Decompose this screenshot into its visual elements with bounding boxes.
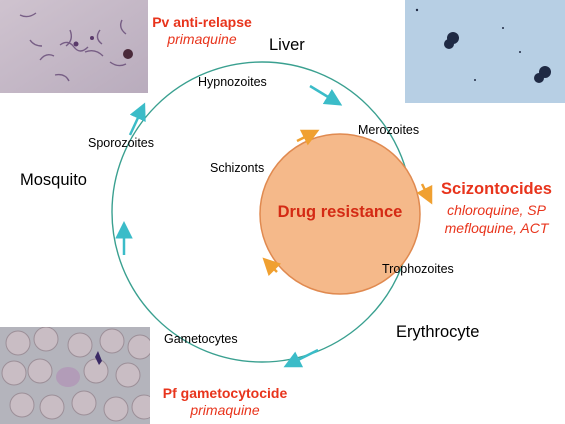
stage-label-gametocytes: Gametocytes — [164, 332, 238, 346]
arrow-resistance-schizontocides — [416, 183, 433, 205]
arrow-resistance-merozoites — [296, 129, 320, 146]
anti-relapse-title: Pv anti-relapse — [152, 14, 252, 30]
arrow-sporozoites-to-hypnozoites — [128, 102, 146, 136]
stage-label-merozoites: Merozoites — [358, 123, 420, 137]
drug-resistance-label: Drug resistance — [277, 203, 403, 221]
photo-blood-smear — [0, 327, 150, 424]
treatment-anti-relapse: Pv anti-relapse primaquine — [146, 14, 258, 47]
stage-label-hypnozoites: Hypnozoites — [198, 75, 267, 89]
stage-label-sporozoites: Sporozoites — [88, 136, 155, 150]
stage-label-trophozoites: Trophozoites — [382, 262, 454, 276]
schizontocides-title: Scizontocides — [441, 180, 552, 198]
arrow-resistance-trophozoites — [262, 257, 282, 277]
blood-smear-micrograph — [0, 327, 150, 424]
arrow-to-gametocytes — [283, 348, 319, 368]
anti-relapse-drug: primaquine — [167, 31, 237, 47]
liver-stage-micrograph — [405, 0, 565, 103]
host-label-mosquito: Mosquito — [20, 171, 87, 189]
gametocytocide-title: Pf gametocytocide — [162, 385, 288, 401]
photo-sporozoites — [0, 0, 148, 93]
host-label-erythrocyte: Erythrocyte — [396, 323, 480, 341]
treatment-gametocytocide: Pf gametocytocide primaquine — [150, 385, 300, 418]
arrow-hypnozoites-to-merozoites — [309, 84, 343, 106]
treatment-schizontocides: Scizontocides chloroquine, SP mefloquine… — [430, 180, 563, 236]
gametocytocide-drug: primaquine — [190, 402, 260, 418]
schizontocides-drugs-line1: chloroquine, SP — [447, 202, 546, 218]
photo-liver-stage — [405, 0, 565, 103]
host-label-liver: Liver — [269, 36, 305, 54]
sporozoites-micrograph — [0, 0, 148, 93]
stage-label-schizonts: Schizonts — [210, 161, 265, 175]
schizontocides-drugs-line2: mefloquine, ACT — [444, 220, 549, 236]
drug-resistance-circle — [259, 133, 421, 295]
